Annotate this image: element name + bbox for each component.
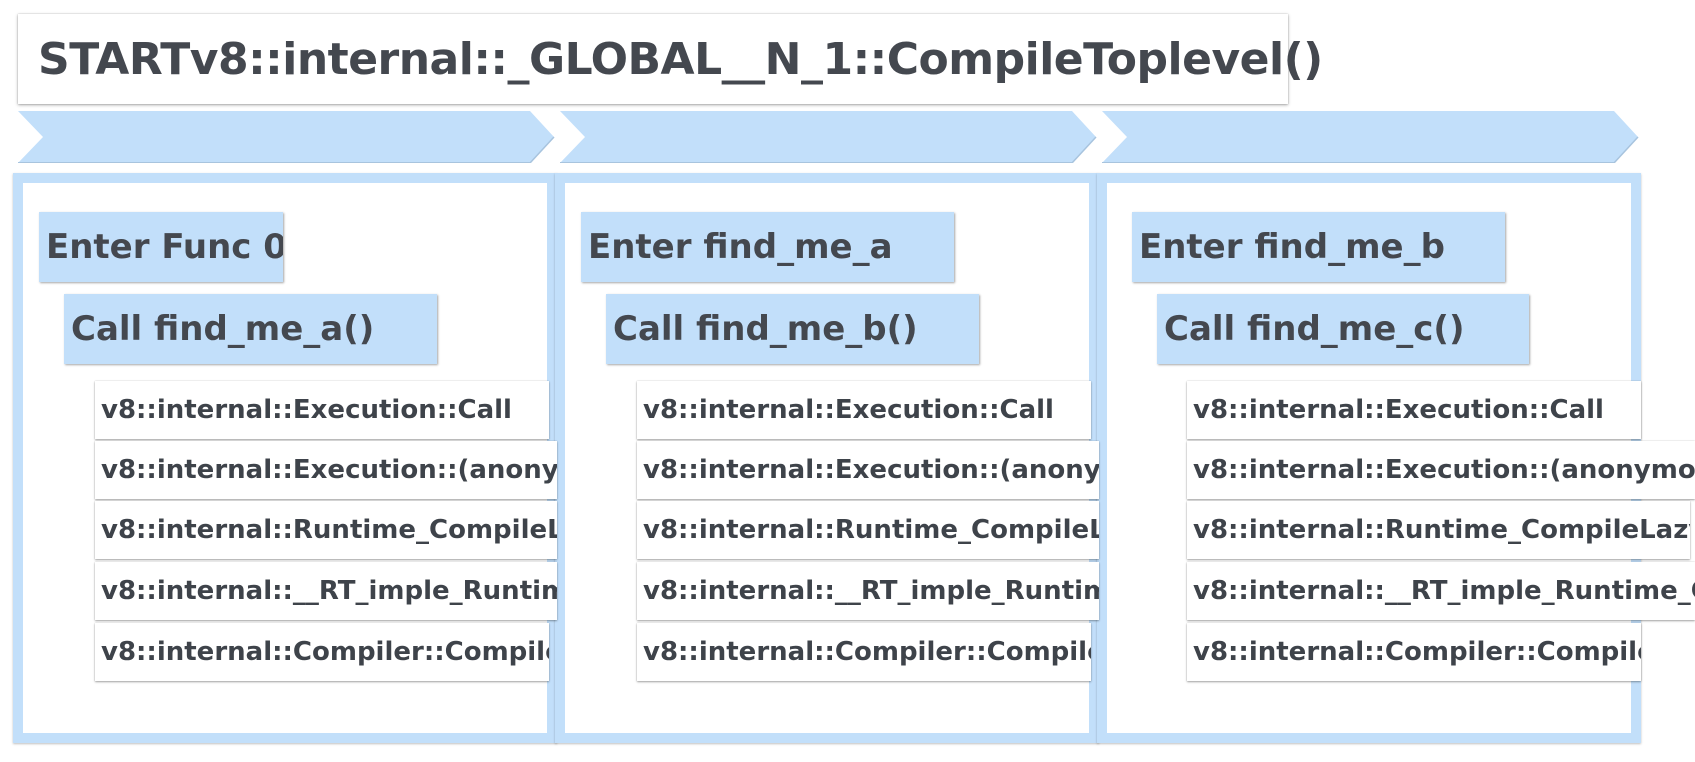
stack-frame-label: v8::internal::Execution::(anonymouse na (1193, 455, 1695, 485)
enter-box: Enter find_me_b (1132, 212, 1505, 282)
stack-frame: v8::internal::Execution::(anonymouse na (1187, 441, 1695, 499)
stack-frame: v8::internal::Execution::Call (1187, 381, 1641, 439)
title-function-name: v8::internal::_GLOBAL__N_1::CompileTople… (189, 33, 1324, 85)
stack-frame: v8::internal::Compiler::Compile (95, 623, 549, 681)
stack-frame-label: v8::internal::__RT_imple_Runtime_Compi (1193, 576, 1695, 606)
diagram-title: START v8::internal::_GLOBAL__N_1::Compil… (18, 14, 1323, 104)
stack-frame: v8::internal::__RT_imple_Runtime_Cor (95, 562, 557, 620)
stack-frame: v8::internal::Runtime_CompileLazy (95, 501, 557, 559)
stack-frame: v8::internal::__RT_imple_Runtime_Cor (637, 562, 1099, 620)
enter-box: Enter find_me_a (581, 212, 954, 282)
enter-label: Enter find_me_b (1139, 227, 1445, 267)
stack-frame-label: v8::internal::Execution::Call (1193, 395, 1604, 425)
call-box: Call find_me_c() (1157, 294, 1529, 364)
enter-label: Enter find_me_a (588, 227, 893, 267)
call-label: Call find_me_c() (1164, 309, 1465, 349)
call-label: Call find_me_a() (71, 309, 375, 349)
call-box: Call find_me_a() (64, 294, 437, 364)
stack-frame-label: v8::internal::Compiler::Compile (101, 637, 549, 667)
step-chevron-3 (1102, 111, 1639, 163)
enter-label: Enter Func 0 (46, 227, 283, 267)
stack-frame-label: v8::internal::__RT_imple_Runtime_Cor (643, 576, 1099, 606)
stack-frame-label: v8::internal::Runtime_CompileLazy (643, 515, 1099, 545)
step-chevron-2 (560, 111, 1097, 163)
stack-frame-label: v8::internal::Runtime_CompileLazy (1193, 515, 1690, 545)
title-start-label: START (38, 33, 190, 85)
call-box: Call find_me_b() (606, 294, 979, 364)
stack-frame-label: v8::internal::Execution::Call (101, 395, 512, 425)
stack-frame-label: v8::internal::Execution::Call (643, 395, 1054, 425)
enter-box: Enter Func 0 (39, 212, 283, 282)
stack-frame: v8::internal::Runtime_CompileLazy (637, 501, 1099, 559)
stack-frame-label: v8::internal::Runtime_CompileLazy (101, 515, 557, 545)
stack-frame-label: v8::internal::Execution::(anonymouse (101, 455, 557, 485)
stack-frame: v8::internal::Execution::Call (95, 381, 549, 439)
stack-frame-label: v8::internal::Compiler::Compile (1193, 637, 1641, 667)
stack-frame: v8::internal::Execution::Call (637, 381, 1091, 439)
stack-frame-label: v8::internal::__RT_imple_Runtime_Cor (101, 576, 557, 606)
stack-frame: v8::internal::Runtime_CompileLazy (1187, 501, 1690, 559)
stack-frame: v8::internal::Compiler::Compile (637, 623, 1091, 681)
stack-frame-label: v8::internal::Compiler::Compile (643, 637, 1091, 667)
stack-frame: v8::internal::Execution::(anonymouse (637, 441, 1099, 499)
stack-frame: v8::internal::Compiler::Compile (1187, 623, 1641, 681)
call-label: Call find_me_b() (613, 309, 918, 349)
step-chevron-1 (18, 111, 555, 163)
stack-frame: v8::internal::Execution::(anonymouse (95, 441, 557, 499)
stack-frame-label: v8::internal::Execution::(anonymouse (643, 455, 1099, 485)
stack-frame: v8::internal::__RT_imple_Runtime_Compi (1187, 562, 1695, 620)
